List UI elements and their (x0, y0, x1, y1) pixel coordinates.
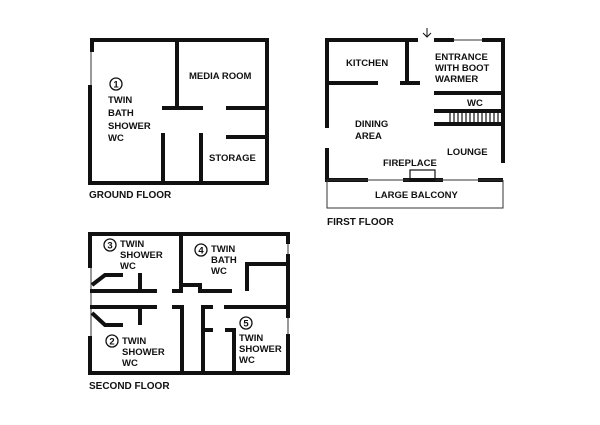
room-2-line: SHOWER (122, 347, 165, 358)
room-1-line: SHOWER (108, 121, 151, 132)
room-number-3: 3 (107, 241, 112, 252)
fireplace-label: FIREPLACE (383, 158, 437, 169)
ground-floor-title: GROUND FLOOR (89, 190, 172, 201)
first-floor-plan: KITCHEN ENTRANCE WITH BOOT WARMER WC DIN… (325, 28, 505, 228)
second-floor-plan: 3 TWIN SHOWER WC 4 TWIN BATH WC 2 TWIN S… (88, 232, 290, 392)
first-floor-title: FIRST FLOOR (327, 217, 394, 228)
ground-floor-plan: 1 TWIN BATH SHOWER WC MEDIA ROOM STORAGE… (88, 38, 269, 201)
entrance-label: WITH BOOT (435, 63, 490, 74)
room-1-line: WC (108, 133, 124, 144)
room-1-line: TWIN (108, 95, 132, 106)
room-4-line: BATH (211, 255, 237, 266)
dining-label: DINING (355, 119, 388, 130)
lounge-label: LOUNGE (447, 147, 488, 158)
room-1-line: BATH (108, 108, 134, 119)
room-4-line: TWIN (211, 244, 235, 255)
room-5-line: TWIN (239, 333, 263, 344)
fireplace (409, 169, 436, 181)
wc-label: WC (467, 98, 483, 109)
balcony-label: LARGE BALCONY (375, 190, 459, 201)
room-5-line: SHOWER (239, 344, 282, 355)
storage-label: STORAGE (209, 153, 256, 164)
room-3-line: SHOWER (120, 250, 163, 261)
room-4-line: WC (211, 266, 227, 277)
room-2-line: TWIN (122, 336, 146, 347)
entrance-label: WARMER (435, 74, 478, 85)
staircase (449, 111, 499, 124)
room-2-line: WC (122, 358, 138, 369)
entrance-arrow-icon (422, 28, 432, 38)
room-number-2: 2 (109, 337, 114, 348)
room-5-line: WC (239, 355, 255, 366)
dining-label: AREA (355, 131, 382, 142)
entrance-label: ENTRANCE (435, 52, 488, 63)
room-number-5: 5 (243, 319, 249, 330)
room-number-4: 4 (198, 246, 204, 257)
kitchen-label: KITCHEN (346, 58, 388, 69)
second-floor-title: SECOND FLOOR (89, 381, 170, 392)
media-room-label: MEDIA ROOM (189, 71, 252, 82)
room-3-line: WC (120, 261, 136, 272)
room-3-line: TWIN (120, 239, 144, 250)
room-number-1: 1 (113, 80, 119, 91)
